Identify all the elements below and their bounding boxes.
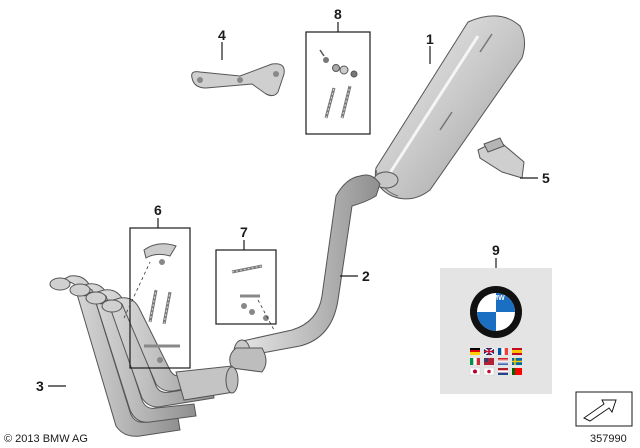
connecting-pipe	[229, 174, 381, 373]
clamp-bracket	[477, 137, 525, 179]
callout-2: 2	[362, 268, 370, 284]
kit-8-parts	[319, 49, 358, 119]
callout-6: 6	[154, 202, 162, 218]
view-direction-arrow-icon	[575, 391, 633, 427]
kit-box-7	[215, 249, 277, 325]
callout-7: 7	[240, 224, 248, 240]
rear-silencer	[373, 15, 526, 200]
callout-8: 8	[334, 6, 342, 22]
bmw-logo: BMW	[470, 286, 522, 338]
callout-3: 3	[36, 378, 44, 394]
bracket	[191, 63, 285, 97]
reference-number: 357990	[590, 433, 627, 445]
kit-box-6	[129, 227, 191, 369]
kit-7-parts	[231, 264, 269, 321]
logo-lettering: BMW	[487, 295, 505, 302]
callout-4: 4	[218, 27, 226, 43]
callout-9: 9	[492, 242, 500, 258]
callout-leaders	[48, 22, 538, 387]
copyright-text: © 2013 BMW AG	[4, 433, 88, 445]
exhaust-manifold	[49, 275, 239, 437]
callout-1: 1	[426, 31, 434, 47]
language-flags	[469, 347, 522, 376]
callout-5: 5	[542, 170, 550, 186]
kit-6-parts	[143, 243, 180, 363]
kit-box-8	[305, 31, 371, 135]
